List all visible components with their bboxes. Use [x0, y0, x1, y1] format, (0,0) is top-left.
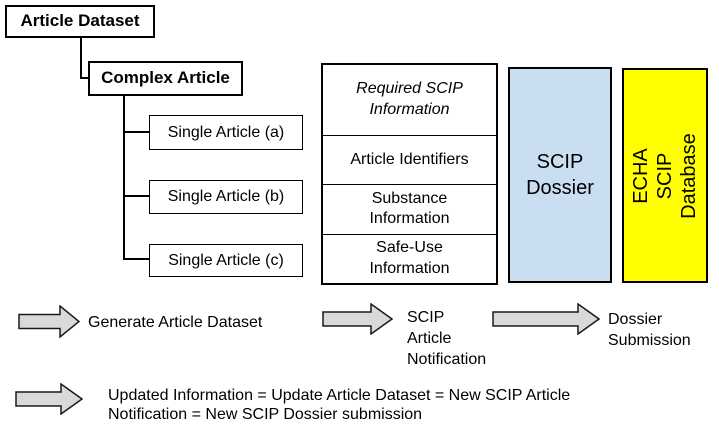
arrow-right-icon [492, 303, 600, 335]
connector-line [80, 77, 89, 79]
connector-line [125, 195, 149, 197]
echa-scip-database-box: ECHA SCIP Database [622, 68, 708, 283]
table-header: Required SCIP Information [356, 80, 463, 118]
single-article-c-box: Single Article (c) [149, 244, 303, 277]
echa-scip-database-label: ECHA SCIP Database [630, 132, 700, 219]
update-note-label: Updated Information = Update Article Dat… [108, 387, 571, 423]
connector-line [123, 96, 125, 260]
single-article-a-box: Single Article (a) [149, 115, 303, 150]
arrow-right-icon [18, 305, 80, 338]
connector-line [125, 131, 149, 133]
generate-article-dataset-label: Generate Article Dataset [88, 314, 263, 331]
dossier-submission-label: Dossier Submission [608, 311, 691, 349]
arrow-right-icon [15, 383, 83, 415]
required-scip-info-table: Required SCIP Information Article Identi… [321, 63, 498, 285]
complex-article-box: Complex Article [88, 61, 243, 96]
connector-line [80, 38, 82, 79]
scip-dossier-box: SCIP Dossier [508, 67, 612, 283]
arrow-right-icon [322, 303, 393, 335]
scip-article-notification-label: SCIP Article Notification [407, 309, 487, 368]
table-row: Substance Information [323, 184, 496, 233]
table-row: Safe-Use Information [323, 233, 496, 283]
table-row: Article Identifiers [323, 135, 496, 184]
connector-line [125, 258, 149, 260]
single-article-b-box: Single Article (b) [149, 180, 303, 214]
article-dataset-box: Article Dataset [5, 5, 155, 38]
